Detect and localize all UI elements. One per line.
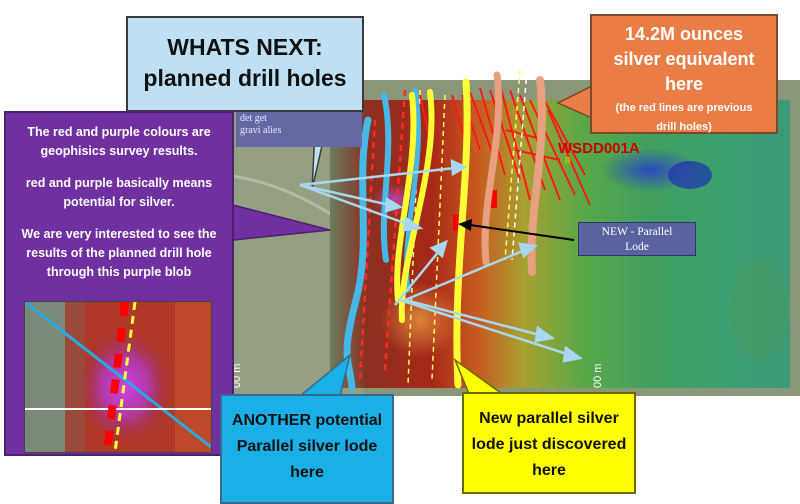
another-lode-callout: ANOTHER potential Parallel silver lode h… [220,394,394,504]
explanation-paragraph-3: We are very interested to see the result… [21,227,217,279]
discovered-lode-1 [481,71,503,266]
whats-next-subtitle: planned drill holes [143,65,347,91]
another-line-2: Parallel silver lode [236,438,378,455]
drill-hole-suffix-label: B [565,156,571,165]
drill-hole-id-label: WSDD001A [558,140,640,157]
whats-next-title: WHATS NEXT: [167,34,323,60]
new-lode-label-line-1: NEW - Parallel [601,226,673,238]
new-lode-line-3: here [532,462,566,479]
ounces-line-2: silver equivalent [613,49,755,69]
ounces-note-line-2: drill holes) [656,121,712,133]
gravity-anomalies-label: det get gravi alies [236,111,362,147]
ounces-line-3: here [664,74,704,94]
gravity-label-line-1: det get [240,113,267,124]
planned-drill-hole-1 [343,116,372,392]
pointer-arrows [299,158,584,363]
gravity-label-line-2: gravi alies [240,125,282,136]
explanation-paragraph-1: The red and purple colours are geophisic… [27,125,211,158]
new-lode-callout: New parallel silver lode just discovered… [462,392,636,494]
another-line-3: here [290,464,324,481]
scale-label-right: 00 m [592,363,604,388]
ounces-line-1: 14.2M ounces [624,24,744,44]
lode-line-1 [394,92,417,303]
new-lode-line-1: New parallel silver [479,410,619,427]
whats-next-callout: WHATS NEXT: planned drill holes [126,16,364,112]
ounces-note-line-1: (the red lines are previous [615,102,753,114]
another-line-1: ANOTHER potential [231,412,383,429]
purple-blob-inset [24,301,212,453]
silver-ounces-callout: 14.2M ounces silver equivalent here (the… [590,14,778,134]
new-parallel-lode-label: NEW - Parallel Lode [578,222,696,256]
new-lode-line-2: lode just discovered [471,436,627,453]
planned-drill-hole-2 [380,92,392,263]
explanation-paragraph-2: red and purple basically means potential… [25,176,213,209]
new-lode-label-line-2: Lode [625,241,649,253]
